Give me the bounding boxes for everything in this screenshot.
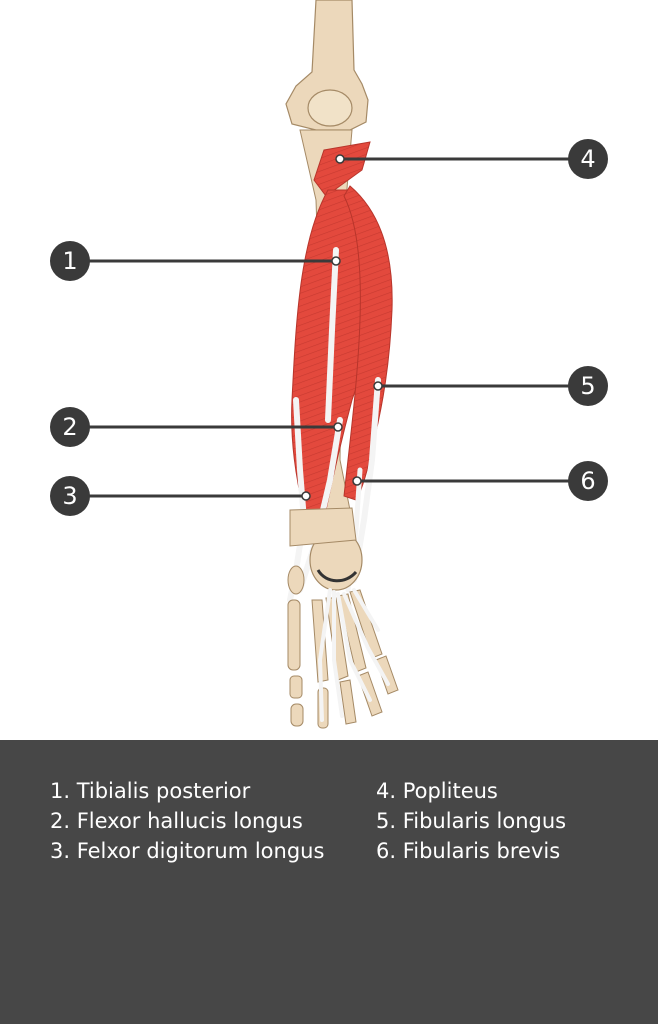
legend-column-right: 4. Popliteus 5. Fibularis longus 6. Fibu…: [376, 776, 566, 866]
legend-item: 3. Felxor digitorum longus: [50, 839, 325, 863]
marker-3: 3: [50, 476, 90, 516]
legend-item: 1. Tibialis posterior: [50, 779, 251, 803]
marker-5: 5: [568, 366, 608, 406]
legend-item: 4. Popliteus: [376, 779, 498, 803]
legend-item: 2. Flexor hallucis longus: [50, 809, 303, 833]
leg-illustration: [70, 0, 588, 729]
legend-panel: 1. Tibialis posterior 2. Flexor hallucis…: [0, 740, 658, 1024]
leader-lines: [70, 157, 588, 498]
marker-2: 2: [50, 407, 90, 447]
leader-endpoints: [301, 154, 383, 501]
popliteus-muscle: [313, 141, 371, 197]
marker-1: 1: [50, 241, 90, 281]
marker-4: 4: [568, 139, 608, 179]
legend-item: 6. Fibularis brevis: [376, 839, 561, 863]
legend-column-left: 1. Tibialis posterior 2. Flexor hallucis…: [50, 776, 324, 866]
anatomy-figure: 1 2 3 4 5 6: [50, 0, 608, 729]
legend-item: 5. Fibularis longus: [376, 809, 567, 833]
patella-bone: [307, 89, 353, 127]
marker-6: 6: [568, 461, 608, 501]
